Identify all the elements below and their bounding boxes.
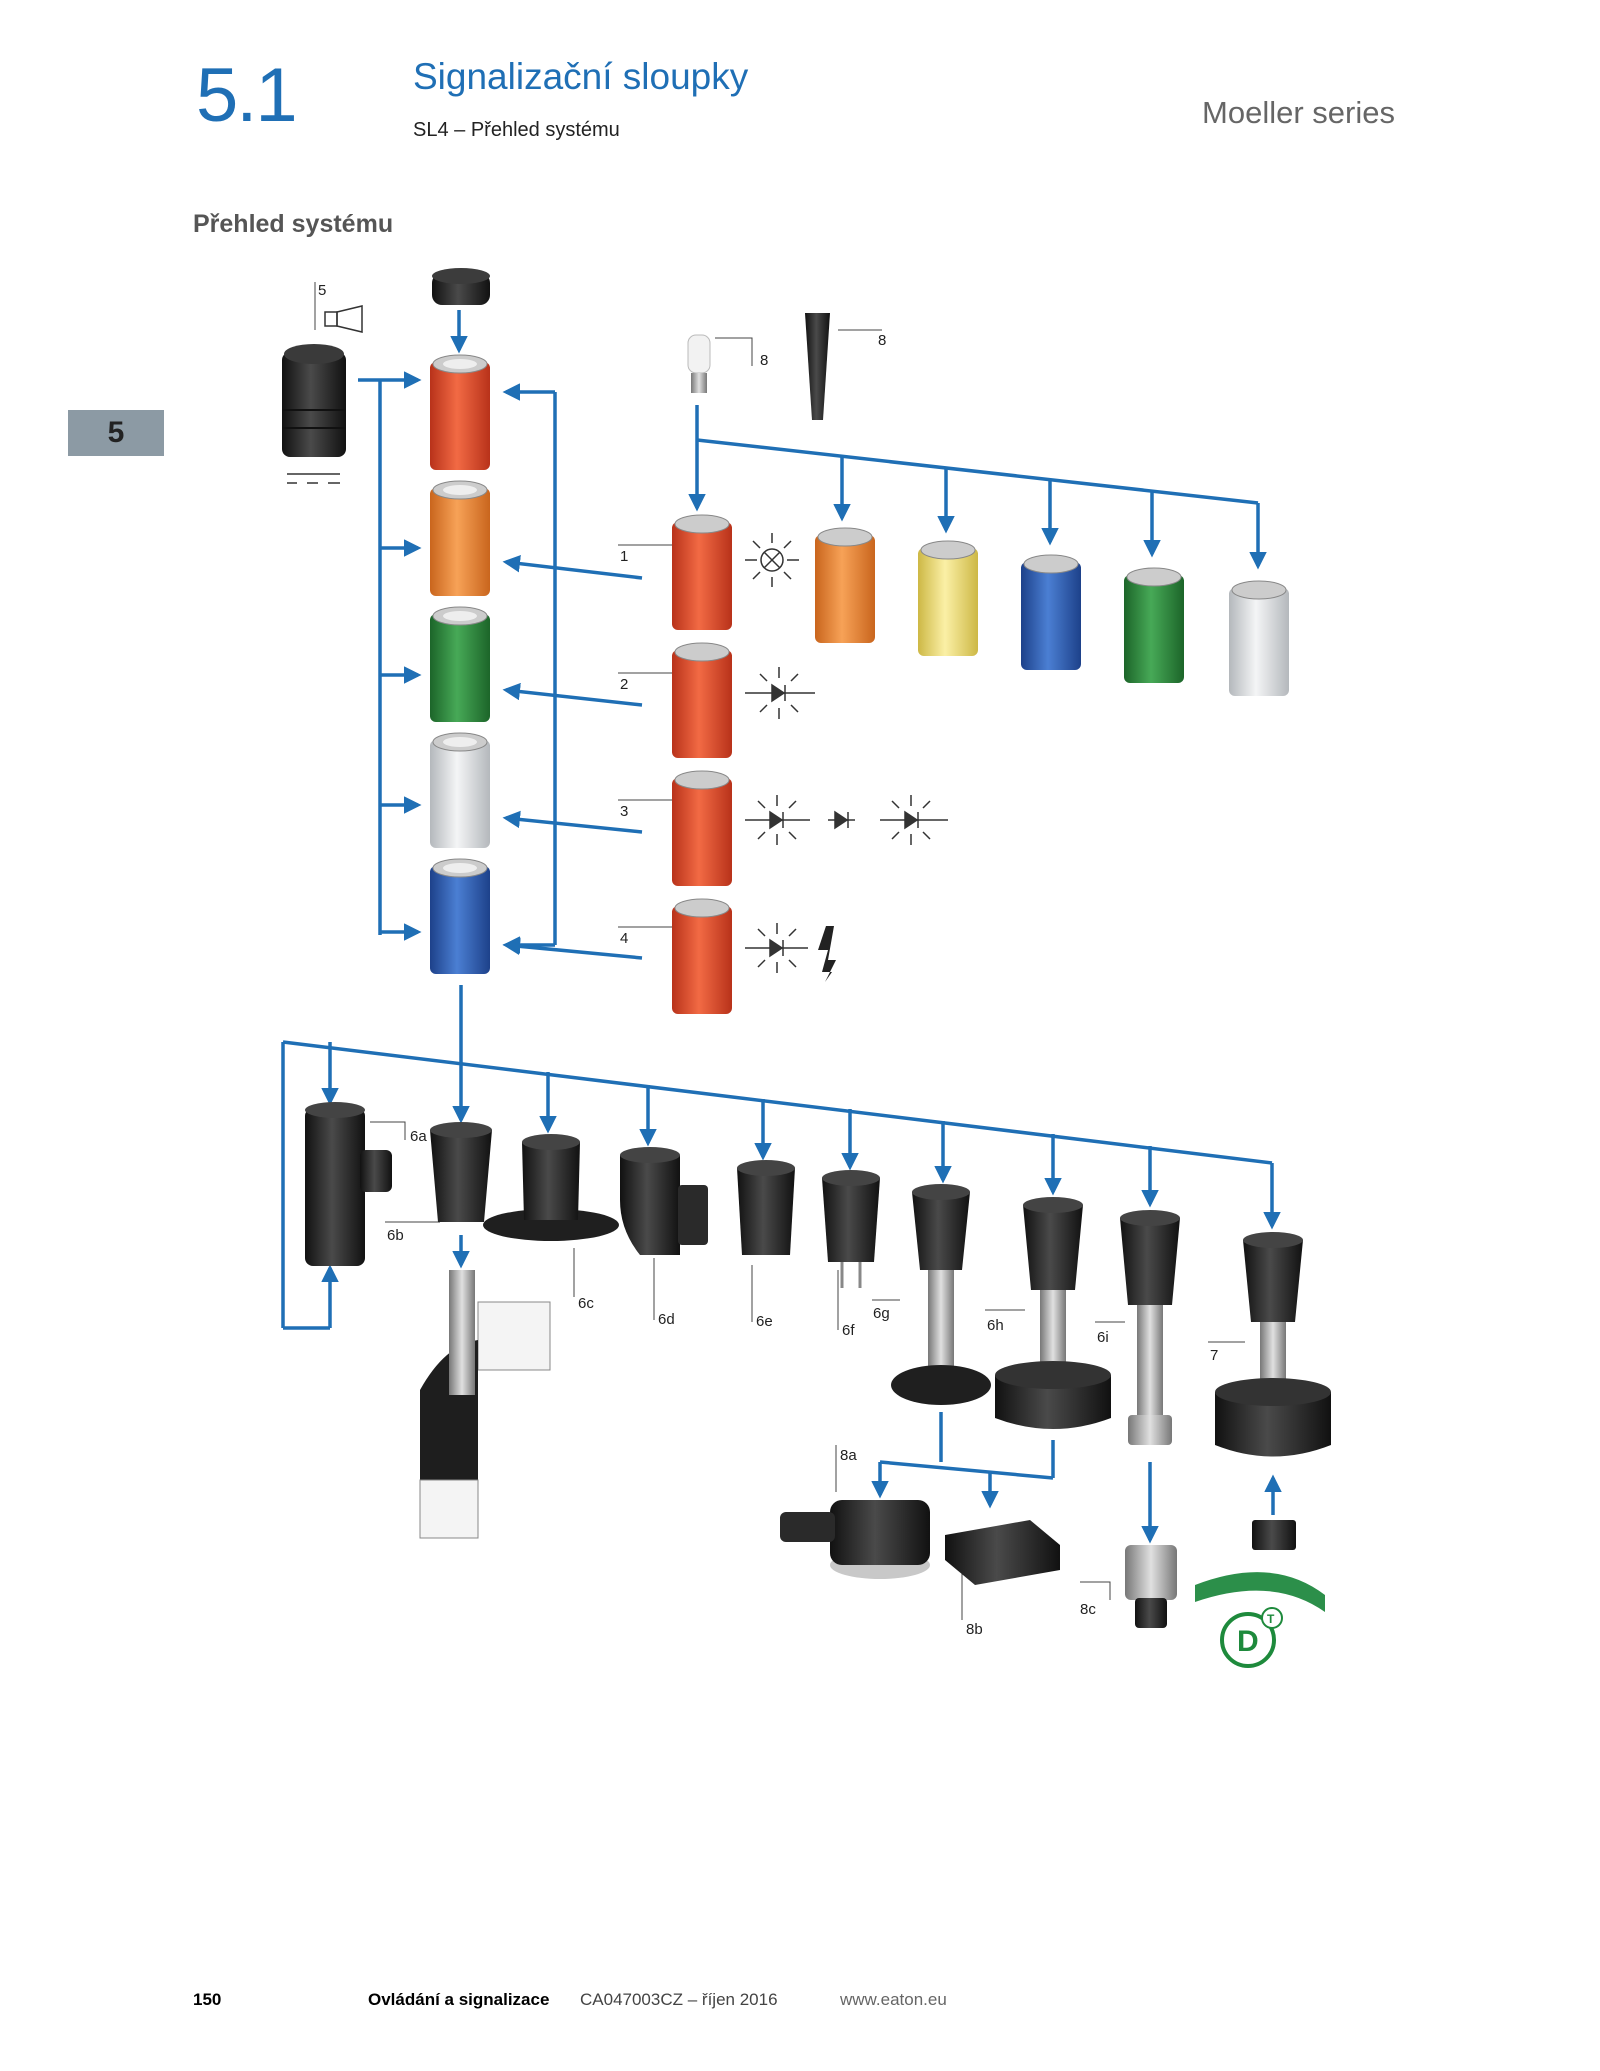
callout-5: 5 bbox=[318, 282, 326, 299]
callout-6b: 6b bbox=[387, 1227, 404, 1244]
base-8b-plate bbox=[945, 1520, 1060, 1585]
led-icon-3c bbox=[880, 795, 948, 845]
module-4-red bbox=[672, 898, 732, 1014]
page-footer: 150 Ovládání a signalizace CA047003CZ – … bbox=[0, 1990, 1600, 2020]
callout-8-tool: 8 bbox=[878, 332, 886, 349]
callout-6e: 6e bbox=[756, 1313, 773, 1330]
base-8a-housing bbox=[780, 1500, 930, 1579]
footer-category: Ovládání a signalizace bbox=[368, 1990, 550, 2009]
base-6e bbox=[737, 1160, 795, 1255]
base-6i-tube bbox=[1120, 1210, 1180, 1445]
top-cap bbox=[432, 268, 490, 305]
callout-3: 3 bbox=[620, 803, 628, 820]
led-icon-2 bbox=[745, 667, 815, 719]
connection-lines bbox=[281, 310, 1282, 1544]
buzzer-module bbox=[282, 344, 346, 457]
footer-page-number: 150 bbox=[193, 1990, 222, 2009]
module-3-red bbox=[672, 770, 732, 886]
base-6c-flange bbox=[483, 1134, 619, 1241]
callout-6f: 6f bbox=[842, 1322, 855, 1339]
base-7-tube bbox=[1215, 1232, 1331, 1457]
module-blue bbox=[1021, 554, 1081, 670]
chapter-tab[interactable]: 5 bbox=[68, 410, 164, 456]
column-module-red bbox=[430, 354, 490, 470]
column-module-white bbox=[430, 732, 490, 848]
callout-8-bulb: 8 bbox=[760, 352, 768, 369]
callout-1: 1 bbox=[620, 548, 628, 565]
wall-bracket bbox=[419, 1270, 551, 1539]
led-bulb bbox=[687, 334, 711, 393]
callout-6i: 6i bbox=[1097, 1329, 1109, 1346]
module-2-red bbox=[672, 642, 732, 758]
incandescent-lamp-icon bbox=[745, 533, 799, 587]
module-1-red bbox=[672, 514, 732, 630]
module-yellow bbox=[918, 540, 978, 656]
callout-4: 4 bbox=[620, 930, 628, 947]
base-6h-tube bbox=[995, 1197, 1111, 1429]
section-heading: Přehled systému bbox=[193, 210, 394, 238]
base-6b bbox=[430, 1122, 492, 1222]
callout-6g: 6g bbox=[873, 1305, 890, 1322]
series-label: Moeller series bbox=[1202, 95, 1395, 130]
horn-icon bbox=[324, 305, 363, 333]
flash-arrow-icon bbox=[818, 926, 836, 982]
svg-text:T: T bbox=[1267, 1612, 1275, 1626]
section-number: 5.1 bbox=[196, 53, 298, 138]
column-module-blue bbox=[430, 858, 490, 974]
page-subtitle: SL4 – Přehled systému bbox=[413, 119, 620, 141]
led-icon-4 bbox=[745, 923, 808, 973]
callout-8b: 8b bbox=[966, 1621, 983, 1638]
base-6d-bracket bbox=[620, 1147, 708, 1255]
callout-6d: 6d bbox=[658, 1311, 675, 1328]
module-white bbox=[1229, 580, 1289, 696]
callout-6c: 6c bbox=[578, 1295, 594, 1312]
callout-7: 7 bbox=[1210, 1347, 1218, 1364]
base-8c-adapter bbox=[1125, 1545, 1177, 1628]
callout-6a: 6a bbox=[410, 1128, 427, 1145]
module-orange bbox=[815, 527, 875, 643]
leader-lines bbox=[314, 282, 1245, 1620]
callout-8a: 8a bbox=[840, 1447, 857, 1464]
led-icon-3b bbox=[828, 810, 855, 830]
footer-catalog: CA047003CZ – říjen 2016 bbox=[580, 1990, 778, 2009]
removal-tool bbox=[805, 313, 830, 420]
base-6a-tee bbox=[305, 1102, 392, 1266]
callout-6h: 6h bbox=[987, 1317, 1004, 1334]
page-title: Signalizační sloupky bbox=[413, 56, 749, 97]
base-6f-plug bbox=[822, 1170, 880, 1288]
footer-website[interactable]: www.eaton.eu bbox=[840, 1990, 947, 2009]
callout-labels: 5 8 8 1 2 3 4 6a 6b 6c 6d 6e 6f 6g 6h 6i… bbox=[318, 282, 1218, 1638]
led-icon-3a bbox=[745, 795, 810, 845]
svg-text:D: D bbox=[1237, 1625, 1259, 1658]
d-t-certification-logo: D T bbox=[1220, 1607, 1283, 1668]
base-6g-tube bbox=[891, 1184, 991, 1405]
ribbon-connector bbox=[1195, 1520, 1325, 1612]
callout-2: 2 bbox=[620, 676, 628, 693]
column-module-orange bbox=[430, 480, 490, 596]
dc-symbol bbox=[287, 473, 340, 484]
module-green bbox=[1124, 567, 1184, 683]
column-module-green bbox=[430, 606, 490, 722]
callout-8c: 8c bbox=[1080, 1601, 1096, 1618]
